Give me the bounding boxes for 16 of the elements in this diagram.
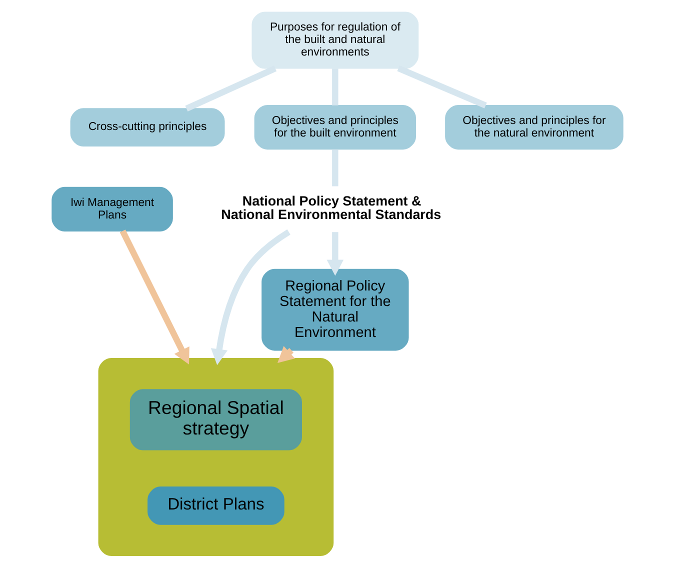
arrow bbox=[120, 230, 190, 364]
node-box: District Plans bbox=[148, 486, 284, 525]
node-box: Objectives and principles for the built environment bbox=[254, 105, 416, 150]
node-box: Cross-cutting principles bbox=[70, 108, 225, 146]
arrow bbox=[326, 232, 344, 276]
connector bbox=[332, 68, 338, 106]
arrow bbox=[210, 229, 290, 366]
cluster bbox=[98, 358, 334, 556]
connector bbox=[332, 149, 338, 186]
node-text: National Policy Statement & National Environmental Standards bbox=[221, 193, 442, 222]
node-box: Objectives and principles for the natural environment bbox=[445, 105, 624, 150]
node-box: Regional Spatial strategy bbox=[130, 389, 302, 450]
connector bbox=[185, 66, 277, 112]
node-box: Iwi Management Plans bbox=[52, 186, 173, 232]
node-box: Regional Policy Statement for the Natural Environment bbox=[262, 268, 409, 351]
node-box: Purposes for regulation of the built and natural environments bbox=[252, 12, 419, 69]
